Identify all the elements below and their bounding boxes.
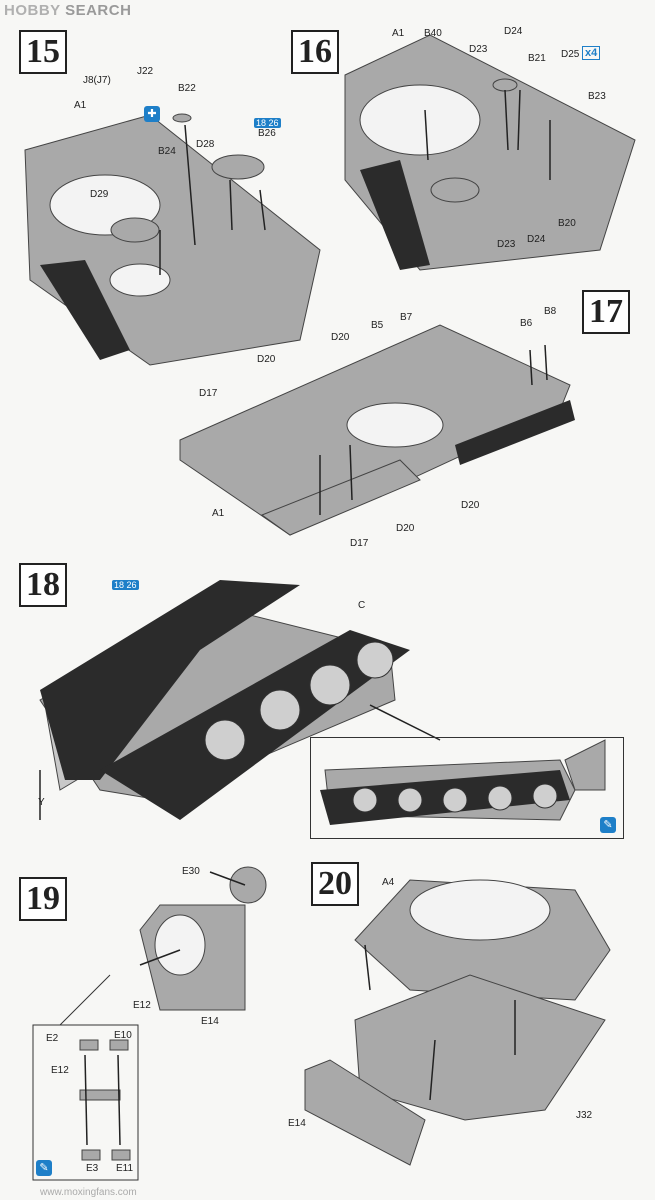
part-label: B7	[400, 312, 413, 323]
part-label: D25	[561, 49, 580, 60]
part-label: D29	[90, 189, 109, 200]
part-label: A1	[74, 100, 87, 111]
part-label: D24	[527, 234, 546, 245]
step-15: 15	[19, 30, 67, 74]
part-label: E14	[288, 1118, 306, 1129]
part-label: D20	[396, 523, 415, 534]
part-label: B24	[158, 146, 176, 157]
part-label: C	[358, 600, 366, 611]
part-label: E12	[51, 1065, 69, 1076]
part-label: D28	[196, 139, 215, 150]
step-18: 18	[19, 563, 67, 607]
part-label: E3	[86, 1163, 99, 1174]
part-label: J22	[137, 66, 154, 77]
part-label: B40	[424, 28, 442, 39]
part-label: Y	[38, 797, 45, 808]
part-label: D17	[350, 538, 369, 549]
part-label: E14	[201, 1016, 219, 1027]
paint-icon: ✎	[36, 1160, 52, 1176]
part-label: A1	[392, 28, 405, 39]
part-label: B20	[558, 218, 576, 229]
part-label: A1	[212, 508, 225, 519]
part-label: D23	[497, 239, 516, 250]
part-label: A4	[382, 877, 395, 888]
glue-icon: ✚	[144, 106, 160, 122]
part-label: B26	[258, 128, 276, 139]
quantity-badge: x4	[582, 46, 601, 60]
part-label: J32	[576, 1110, 593, 1121]
part-label: B5	[371, 320, 384, 331]
part-label: E12	[133, 1000, 151, 1011]
step-20: 20	[311, 862, 359, 906]
part-label: E10	[114, 1030, 132, 1041]
part-label: D20	[461, 500, 480, 511]
detail-inset-rear-view	[310, 737, 624, 839]
footer-watermark: www.moxingfans.com	[40, 1187, 137, 1198]
part-label: B21	[528, 53, 546, 64]
watermark: HOBBY SEARCH	[4, 2, 132, 19]
paint-icon: ✎	[600, 817, 616, 833]
part-label: B8	[544, 306, 557, 317]
part-label: B22	[178, 83, 196, 94]
part-label: D17	[199, 388, 218, 399]
part-label: D24	[504, 26, 523, 37]
part-label: D23	[469, 44, 488, 55]
sprue-ref-badge: 18 26	[112, 580, 139, 590]
part-label: E30	[182, 866, 200, 877]
part-label: J8(J7)	[83, 75, 111, 86]
part-label: E11	[116, 1163, 134, 1174]
step-16: 16	[291, 30, 339, 74]
part-label: D20	[331, 332, 350, 343]
part-label: E2	[46, 1033, 59, 1044]
step-19: 19	[19, 877, 67, 921]
part-label: B6	[520, 318, 533, 329]
part-label: D20	[257, 354, 276, 365]
step-17: 17	[582, 290, 630, 334]
sprue-ref-badge: 18 26	[254, 118, 281, 128]
part-label: B23	[588, 91, 606, 102]
